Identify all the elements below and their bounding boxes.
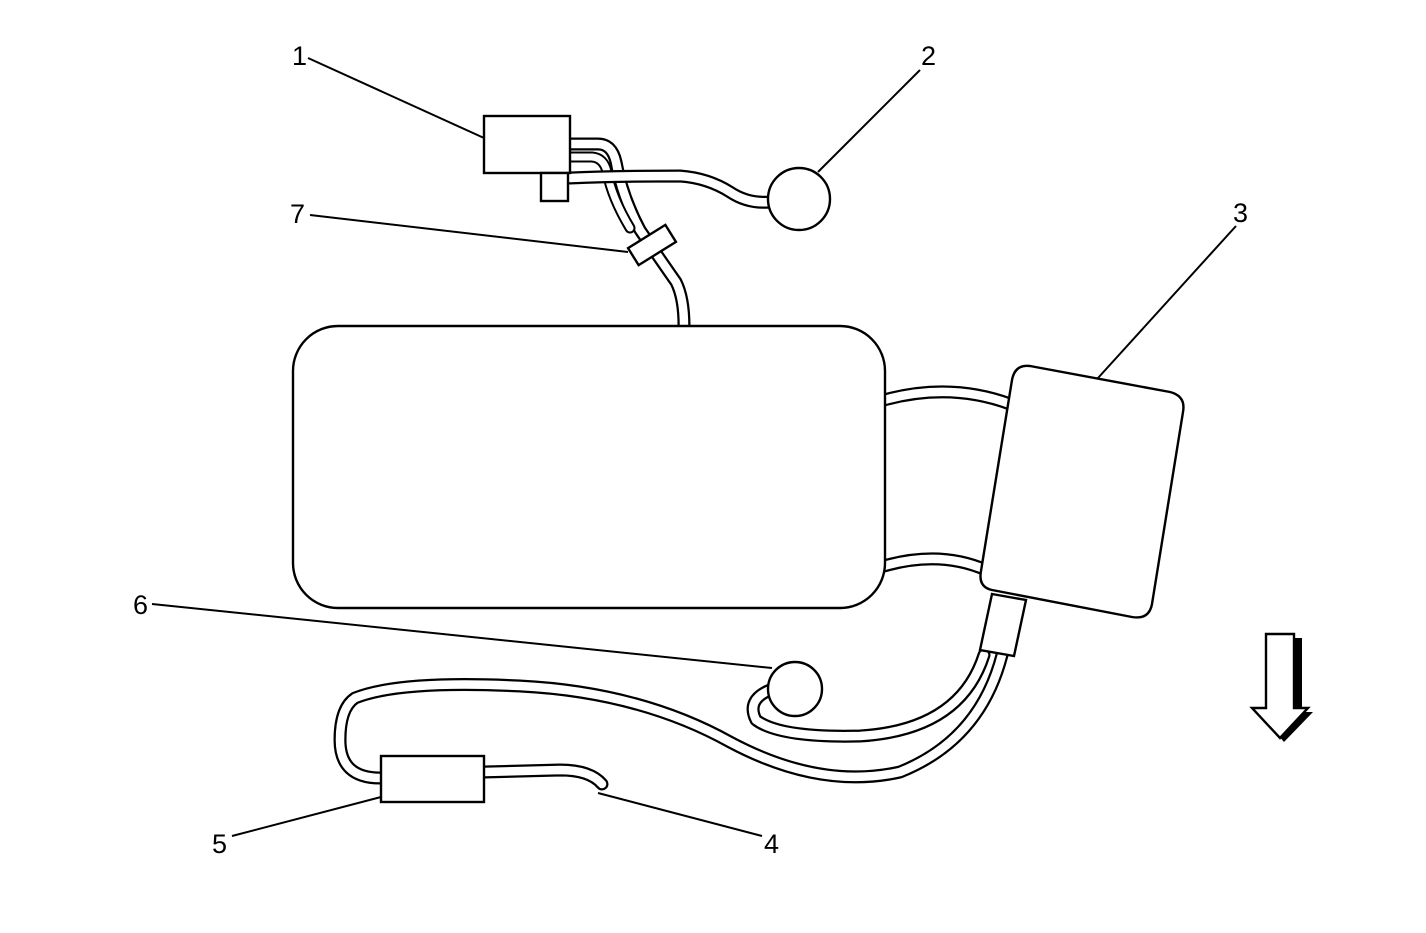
module-3 [978,364,1185,658]
leader-lines [151,57,1237,837]
connector-1 [482,114,572,203]
sensor-2 [766,166,832,232]
callout-6: 6 [133,590,148,620]
harness-clip-7 [626,223,678,267]
callout-7: 7 [290,199,305,229]
callout-5: 5 [212,829,227,859]
down-arrow-icon [1249,632,1313,742]
callout-4: 4 [764,829,779,859]
connector-5 [379,754,486,804]
main-body [291,324,887,610]
sensor-6 [766,660,824,718]
callout-2: 2 [921,41,936,71]
wiring-harness [333,137,1017,791]
callout-1: 1 [292,41,307,71]
callout-labels: 1 2 3 4 5 6 7 [133,41,1248,859]
callout-3: 3 [1233,198,1248,228]
